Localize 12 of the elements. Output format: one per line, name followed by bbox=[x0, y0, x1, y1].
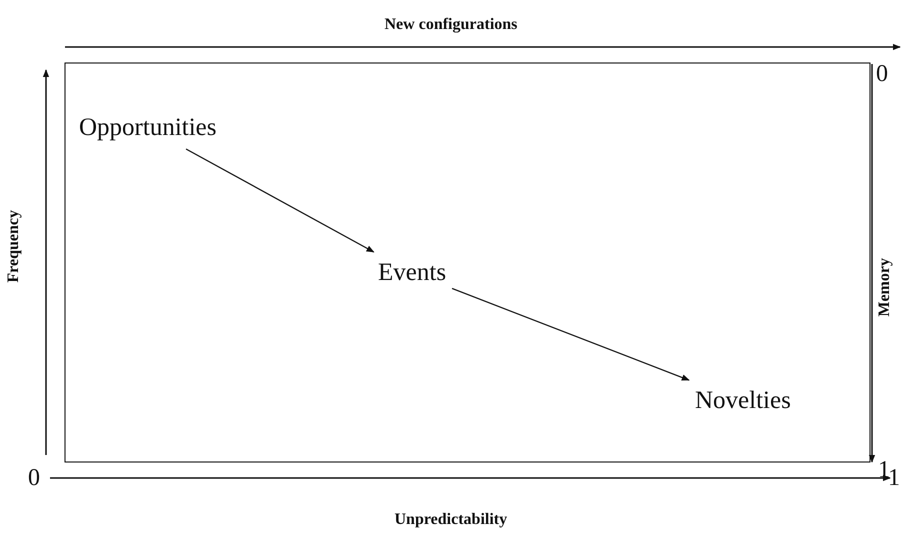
axis-title: Frequency bbox=[6, 210, 22, 283]
axis-tick-label: 0 bbox=[28, 466, 40, 490]
arrow bbox=[452, 288, 690, 381]
concept-label: Events bbox=[378, 258, 446, 288]
concept-label: Novelties bbox=[695, 386, 791, 416]
arrow bbox=[186, 148, 374, 253]
axis-title: Memory bbox=[877, 258, 893, 317]
axis-tick-label: 0 bbox=[876, 62, 888, 86]
axis-title: New configurations bbox=[384, 17, 518, 33]
concept-label: Opportunities bbox=[79, 113, 216, 143]
axis-title: Unpredictability bbox=[394, 512, 508, 528]
axis-tick-label: 1 bbox=[888, 466, 900, 490]
